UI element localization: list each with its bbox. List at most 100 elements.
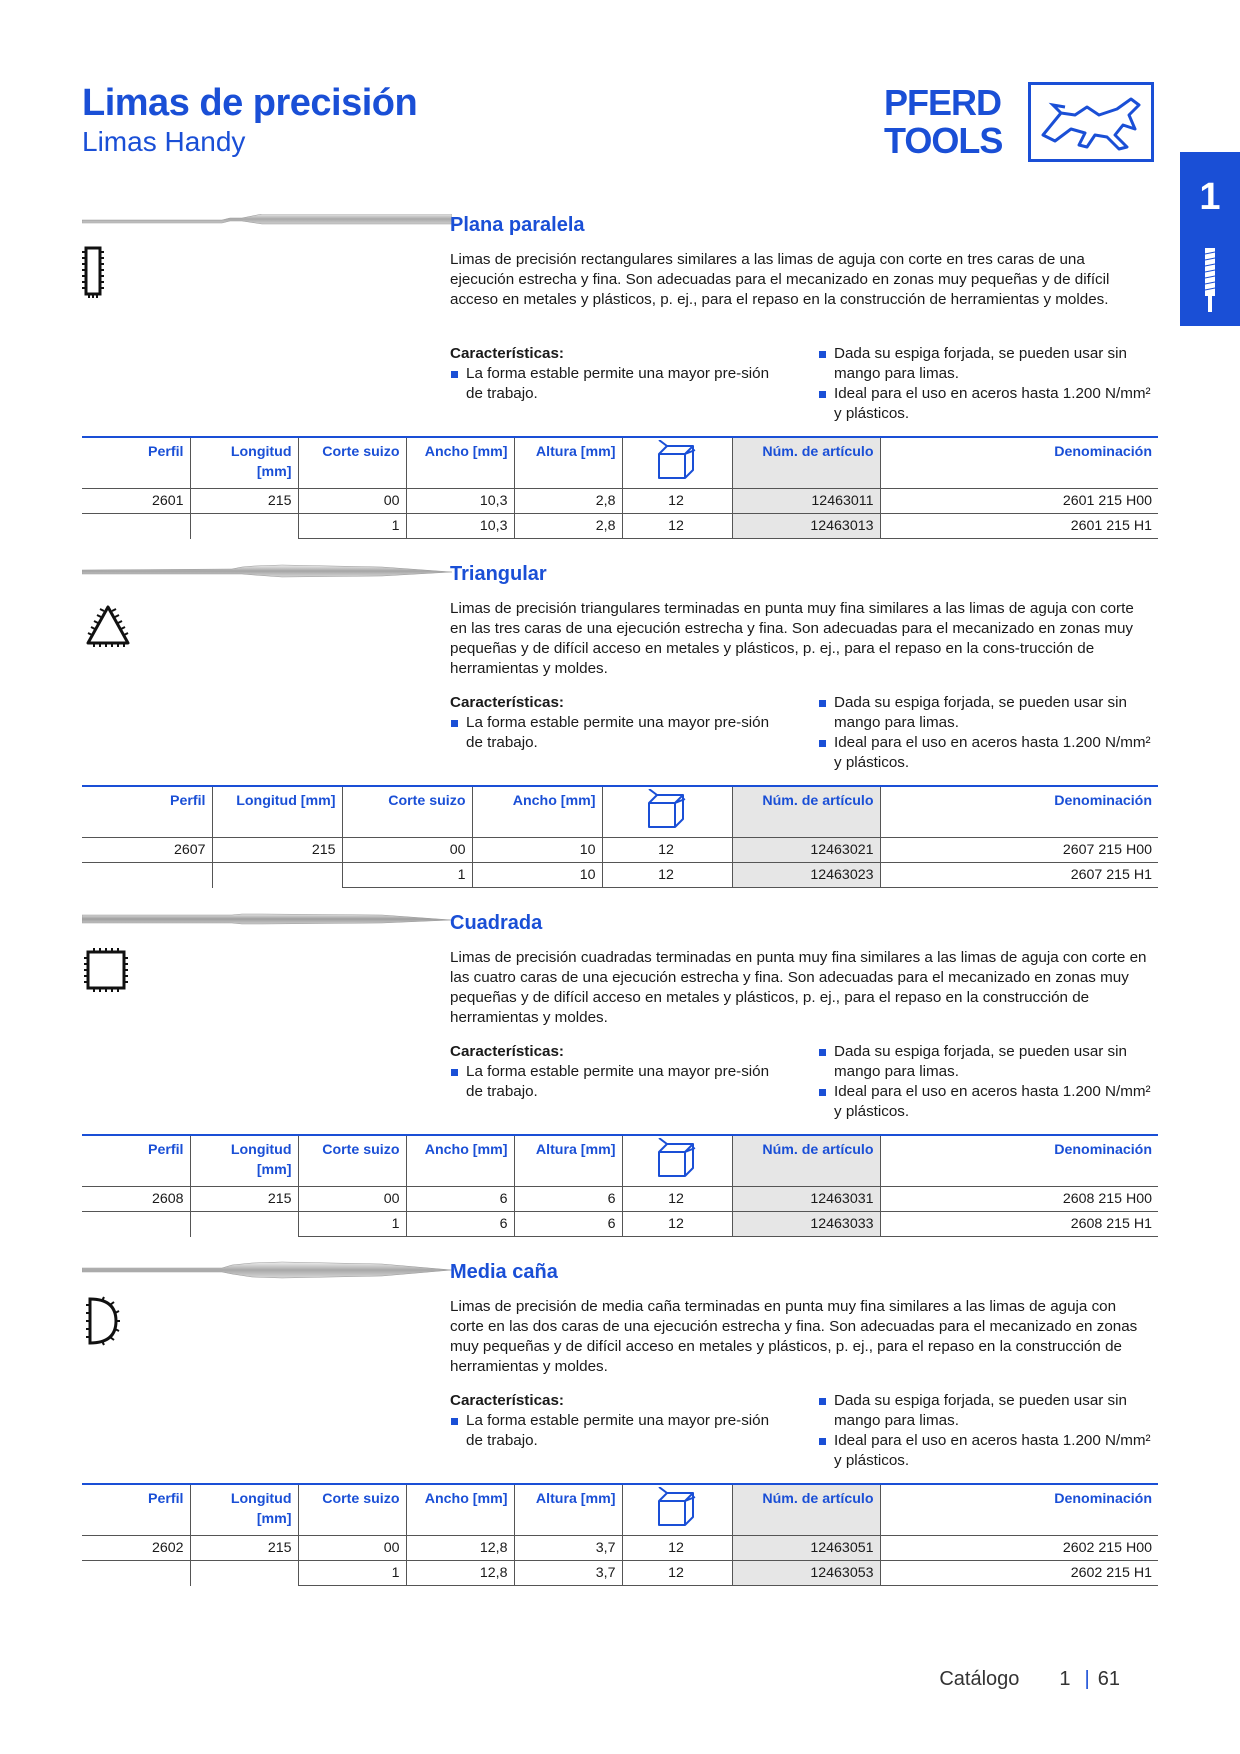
cell-ancho: 10,3 (405, 488, 514, 514)
cell-altura: 2,8 (513, 488, 622, 514)
triangular-profile-icon (86, 605, 130, 647)
col-ancho: Ancho [mm] (405, 436, 514, 489)
section-title: Triangular (450, 563, 547, 585)
col-altura: Altura [mm] (513, 436, 622, 489)
chapter-number: 1 (1199, 176, 1221, 218)
rectangular-profile-icon (82, 246, 104, 298)
cell-altura: 3,7 (513, 1535, 622, 1561)
page-subtitle: Limas Handy (82, 126, 246, 157)
half-round-file-image (82, 1261, 452, 1279)
col-denominacion: Denominación (879, 1134, 1158, 1187)
cell-altura: 6 (513, 1211, 622, 1237)
chapter-tab[interactable]: 1 (1180, 152, 1240, 326)
table-row: 1 12,8 3,7 12 12463053 2602 215 H1 (82, 1560, 1158, 1586)
section-description: Limas de precisión triangulares terminad… (450, 600, 1134, 677)
table-row: 2602 215 00 12,8 3,7 12 12463051 2602 21… (82, 1535, 1158, 1561)
cell-perfil: 2608 (82, 1186, 190, 1212)
cell-ancho: 10,3 (405, 513, 514, 539)
cell-perfil (82, 514, 190, 539)
col-perfil: Perfil (82, 1483, 190, 1536)
table-row: 2607 215 00 10 12 12463021 2607 215 H00 (82, 837, 1158, 863)
col-articulo: Núm. de artículo (731, 436, 880, 489)
package-box-icon (621, 436, 732, 489)
col-altura: Altura [mm] (513, 1134, 622, 1187)
cell-pack: 12 (601, 862, 732, 888)
cell-longitud: 215 (211, 837, 342, 863)
cell-denominacion: 2601 215 H1 (879, 513, 1158, 539)
col-altura: Altura [mm] (513, 1483, 622, 1536)
square-file-image (82, 913, 452, 925)
cell-corte: 00 (297, 1535, 406, 1561)
cell-longitud (211, 862, 342, 888)
cell-articulo: 12463021 (731, 837, 880, 863)
spec-table: Perfil Longitud [mm] Corte suizo Ancho [… (82, 1483, 1158, 1586)
package-box-icon (621, 1134, 732, 1187)
features-left: Características: La forma estable permit… (450, 1042, 780, 1102)
feature-item: Dada su espiga forjada, se pueden usar s… (818, 344, 1158, 384)
col-corte-suizo: Corte suizo (297, 1483, 406, 1536)
footer-page-number: 61 (1097, 1668, 1120, 1690)
cell-perfil: 2607 (82, 837, 212, 863)
col-denominacion: Denominación (879, 436, 1158, 489)
cell-pack: 12 (621, 1535, 732, 1561)
cell-denominacion: 2608 215 H00 (879, 1186, 1158, 1212)
col-articulo: Núm. de artículo (731, 1483, 880, 1536)
cell-corte: 00 (341, 837, 472, 863)
table-row: 1 10,3 2,8 12 12463013 2601 215 H1 (82, 513, 1158, 539)
cell-pack: 12 (621, 488, 732, 514)
col-articulo: Núm. de artículo (731, 785, 880, 838)
package-box-icon (621, 1483, 732, 1536)
cell-ancho: 10 (471, 837, 602, 863)
cell-ancho: 12,8 (405, 1535, 514, 1561)
feature-item: Dada su espiga forjada, se pueden usar s… (818, 1042, 1158, 1082)
half-round-profile-icon (86, 1296, 120, 1346)
spec-table: Perfil Longitud [mm] Corte suizo Ancho [… (82, 436, 1158, 539)
feature-item: Dada su espiga forjada, se pueden usar s… (818, 1391, 1158, 1431)
feature-item: Ideal para el uso en aceros hasta 1.200 … (818, 384, 1158, 424)
cell-ancho: 12,8 (405, 1560, 514, 1586)
table-row: 1 10 12 12463023 2607 215 H1 (82, 862, 1158, 888)
cell-perfil (82, 863, 212, 888)
col-corte-suizo: Corte suizo (297, 436, 406, 489)
cell-articulo: 12463011 (731, 488, 880, 514)
cell-perfil: 2601 (82, 488, 190, 514)
col-articulo: Núm. de artículo (731, 1134, 880, 1187)
col-perfil: Perfil (82, 1134, 190, 1187)
cell-denominacion: 2602 215 H1 (879, 1560, 1158, 1586)
table-row: 2608 215 00 6 6 12 12463031 2608 215 H00 (82, 1186, 1158, 1212)
col-ancho: Ancho [mm] (471, 785, 602, 838)
cell-denominacion: 2601 215 H00 (879, 488, 1158, 514)
logo-line-1: PFERD (884, 82, 1002, 123)
section-media-cana: Media caña Limas de precisión de media c… (82, 1261, 1158, 1591)
col-denominacion: Denominación (879, 785, 1158, 838)
cell-longitud (189, 1211, 298, 1237)
cell-denominacion: 2602 215 H00 (879, 1535, 1158, 1561)
cell-articulo: 12463023 (731, 862, 880, 888)
cell-pack: 12 (601, 837, 732, 863)
cell-corte: 1 (297, 1560, 406, 1586)
cell-corte: 1 (341, 862, 472, 888)
cell-articulo: 12463013 (731, 513, 880, 539)
cell-corte: 00 (297, 488, 406, 514)
logo-line-2: TOOLS (884, 120, 1003, 161)
triangular-file-image (82, 564, 452, 578)
section-triangular: Triangular Limas de precisión triangular… (82, 563, 1158, 893)
feature-item: Ideal para el uso en aceros hasta 1.200 … (818, 1082, 1158, 1122)
spec-table: Perfil Longitud [mm] Corte suizo Ancho [… (82, 1134, 1158, 1237)
cell-longitud (189, 513, 298, 539)
cell-altura: 3,7 (513, 1560, 622, 1586)
features-left: Características: La forma estable permit… (450, 1391, 780, 1451)
col-ancho: Ancho [mm] (405, 1134, 514, 1187)
section-description: Limas de precisión de media caña termina… (450, 1298, 1138, 1375)
section-description: Limas de precisión rectangulares similar… (450, 251, 1110, 308)
cell-perfil (82, 1561, 190, 1586)
section-title: Plana paralela (450, 214, 585, 236)
feature-item: Ideal para el uso en aceros hasta 1.200 … (818, 1431, 1158, 1471)
cell-ancho: 10 (471, 862, 602, 888)
col-longitud: Longitud [mm] (189, 436, 298, 489)
page-title: Limas de precisión (82, 82, 418, 124)
pferd-tools-logo: PFERD TOOLS (884, 82, 1158, 166)
features-right: Dada su espiga forjada, se pueden usar s… (818, 344, 1158, 424)
cell-corte: 1 (297, 513, 406, 539)
features-left: Características: La forma estable permit… (450, 693, 780, 753)
